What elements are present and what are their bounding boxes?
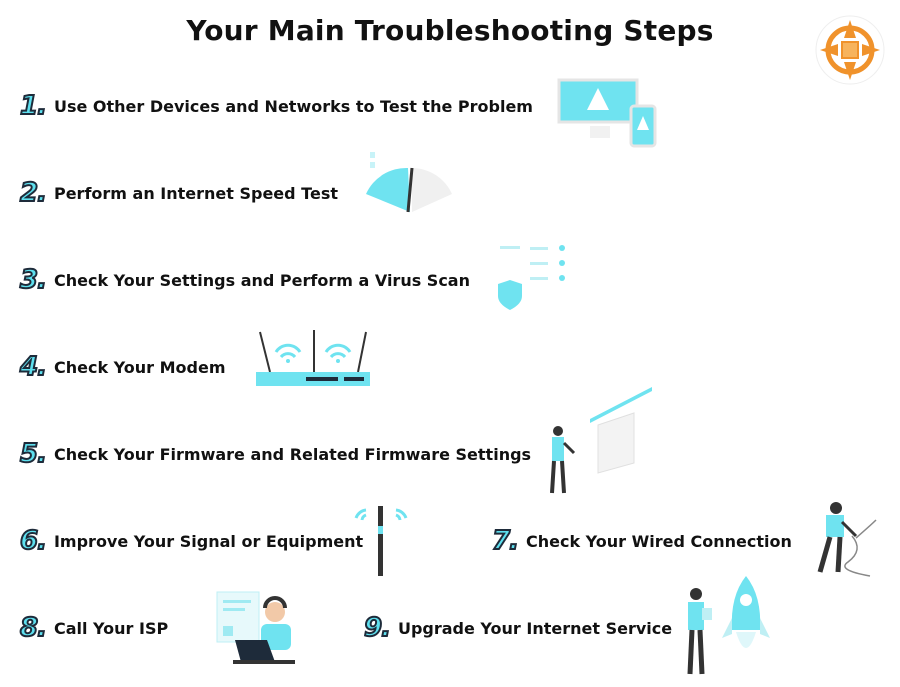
compass-target-logo: [815, 15, 885, 85]
router-icon: [256, 330, 370, 386]
step-label: Call Your ISP: [53, 618, 169, 638]
step-label: Improve Your Signal or Equipment: [53, 531, 364, 551]
step-label: Check Your Settings and Perform a Virus …: [53, 270, 470, 290]
step-4: 4. Check Your Modem: [19, 351, 226, 383]
step-1: 1. Use Other Devices and Networks to Tes…: [19, 90, 533, 122]
step-label: Upgrade Your Internet Service: [397, 618, 673, 638]
step-label: Perform an Internet Speed Test: [53, 183, 338, 203]
support-agent-icon: [216, 591, 295, 664]
step-label: Use Other Devices and Networks to Test t…: [53, 96, 533, 116]
step-5: 5. Check Your Firmware and Related Firmw…: [19, 438, 532, 470]
rocket-person-icon: [687, 576, 770, 675]
step-number: 5.: [19, 438, 48, 470]
shield-settings-icon: [498, 245, 565, 310]
step-number: 4.: [19, 351, 48, 383]
speedometer-icon: [366, 152, 452, 213]
page-title: Your Main Troubleshooting Steps: [186, 14, 714, 47]
step-number: 9.: [363, 612, 392, 644]
step-number: 3.: [19, 264, 48, 296]
person-screen-icon: [550, 387, 652, 494]
step-number: 1.: [19, 90, 48, 122]
person-cable-icon: [817, 502, 877, 577]
step-2: 2. Perform an Internet Speed Test: [19, 177, 338, 209]
step-7: 7. Check Your Wired Connection: [491, 525, 792, 557]
step-6: 6. Improve Your Signal or Equipment: [19, 525, 364, 557]
step-number: 7.: [491, 525, 520, 557]
step-number: 6.: [19, 525, 48, 557]
step-8: 8. Call Your ISP: [19, 612, 169, 644]
step-label: Check Your Modem: [53, 357, 226, 377]
antenna-signal-icon: [354, 506, 408, 576]
step-9: 9. Upgrade Your Internet Service: [363, 612, 673, 644]
step-number: 2.: [19, 177, 48, 209]
step-number: 8.: [19, 612, 48, 644]
devices-warning-icon: [557, 78, 657, 148]
step-label: Check Your Firmware and Related Firmware…: [53, 444, 532, 464]
step-3: 3. Check Your Settings and Perform a Vir…: [19, 264, 470, 296]
step-label: Check Your Wired Connection: [525, 531, 792, 551]
